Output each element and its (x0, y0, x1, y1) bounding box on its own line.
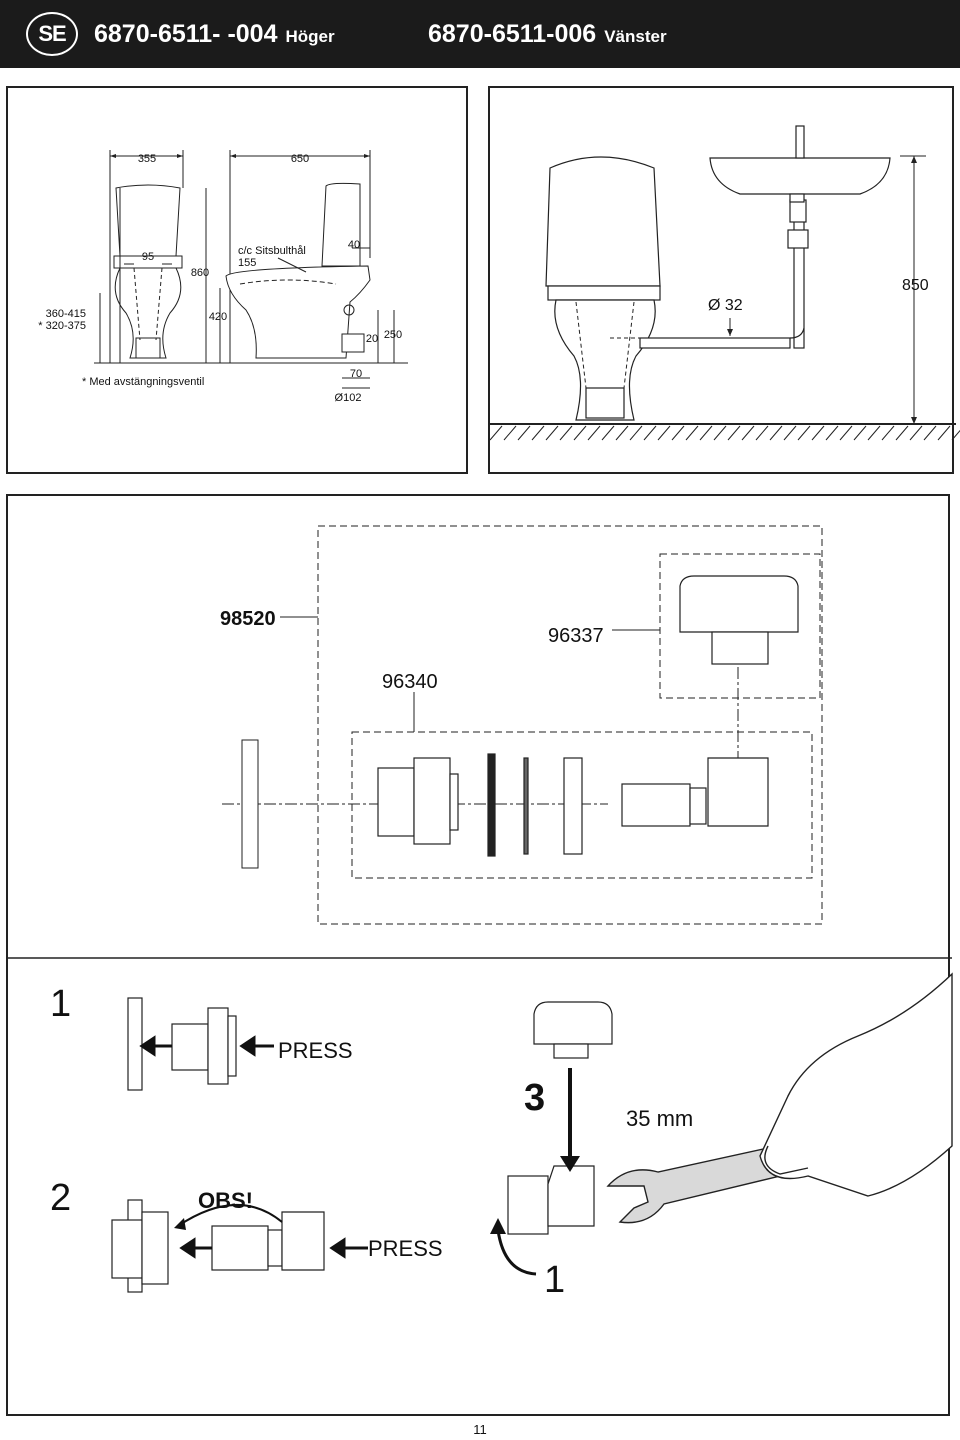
dim-20: 20 (366, 333, 378, 345)
floor-hatch-line (601, 425, 615, 441)
floor-hatch-line (559, 425, 573, 441)
floor-hatch-line (657, 425, 671, 441)
floor-hatch-line (545, 425, 559, 441)
part-number-96337: 96337 (548, 625, 604, 647)
floor-hatch-line (643, 425, 657, 441)
floor-hatch-line (741, 425, 755, 441)
dim-range-2: * 320-375 (38, 320, 86, 332)
floor-hatch-line (699, 425, 713, 441)
sink-height-label: 850 (902, 277, 929, 294)
floor-hatch-line (713, 425, 727, 441)
floor-hatch-line (671, 425, 685, 441)
floor-hatch-line (517, 425, 531, 441)
step-1-press-label: PRESS (278, 1038, 353, 1063)
floor-hatch-line (839, 425, 853, 441)
toilet-dimension-drawing: 355 650 95 860 c/c Sitsbulthål 155 40 36… (38, 150, 408, 404)
dim-95: 95 (142, 251, 154, 263)
parts-and-steps-panel: 98520 96337 96340 1 PRESS 2 (6, 494, 953, 1416)
floor-hatch-line (489, 425, 503, 441)
sink-installation-panel: Ø 32 850 (488, 86, 960, 474)
dim-420: 420 (209, 311, 227, 323)
seat-bolt-value: 155 (238, 257, 256, 269)
parts-steps-drawing: 98520 96337 96340 1 PRESS 2 (8, 525, 953, 1301)
dim-range-1: 360-415 (46, 308, 86, 320)
floor-hatch-line (685, 425, 699, 441)
language-badge: SE (26, 12, 78, 56)
step-2-number: 2 (50, 1177, 71, 1219)
floor-hatch-line (531, 425, 545, 441)
dim-355: 355 (138, 153, 156, 165)
floor-hatch-line (881, 425, 895, 441)
floor-hatch-line (573, 425, 587, 441)
floor-hatch-line (895, 425, 909, 441)
dim-650: 650 (291, 153, 309, 165)
floor-hatch-line (853, 425, 867, 441)
hand-icon (759, 972, 953, 1197)
floor-hatch-line (797, 425, 811, 441)
floor-hatch-line (503, 425, 517, 441)
floor-hatch-line (909, 425, 923, 441)
floor-hatch-line (923, 425, 937, 441)
dim-250: 250 (384, 329, 402, 341)
step-2-press-label: PRESS (368, 1236, 443, 1261)
wrench-icon (606, 1147, 781, 1224)
floor-hatch-line (867, 425, 881, 441)
floor-hatch-line (937, 425, 951, 441)
step-3-sub-number: 1 (544, 1259, 565, 1301)
floor-hatch-line (825, 425, 839, 441)
page-number: 11 (473, 1422, 487, 1437)
seat-bolt-label: c/c Sitsbulthål (238, 245, 306, 257)
part-96337-outline (659, 553, 821, 699)
dim-diameter-102: Ø102 (335, 392, 362, 404)
step-2-obs-label: OBS! (198, 1188, 253, 1213)
dim-860: 860 (191, 267, 209, 279)
step-1-number: 1 (50, 983, 71, 1025)
floor-hatch-line (727, 425, 741, 441)
floor-hatch-line (769, 425, 783, 441)
floor-hatch-line (951, 429, 960, 441)
floor-hatch-line (615, 425, 629, 441)
toilet-dimension-panel: 355 650 95 860 c/c Sitsbulthål 155 40 36… (6, 86, 468, 474)
part-number-98520: 98520 (220, 608, 276, 630)
pipe-diameter-label: Ø 32 (708, 297, 743, 314)
wrench-size-label: 35 mm (626, 1106, 693, 1131)
floor-hatch-line (587, 425, 601, 441)
part-96340-outline (351, 731, 813, 879)
floor-hatch-line (811, 425, 825, 441)
sink-installation-drawing: Ø 32 850 (489, 125, 960, 441)
part-number-96340: 96340 (382, 671, 438, 693)
footnote: * Med avstängningsventil (82, 376, 204, 388)
dim-40: 40 (348, 239, 360, 251)
floor-hatch-line (629, 425, 643, 441)
floor-hatch-line (755, 425, 769, 441)
step-3-number: 3 (524, 1077, 545, 1119)
floor-hatch-line (783, 425, 797, 441)
dim-70: 70 (350, 368, 362, 380)
